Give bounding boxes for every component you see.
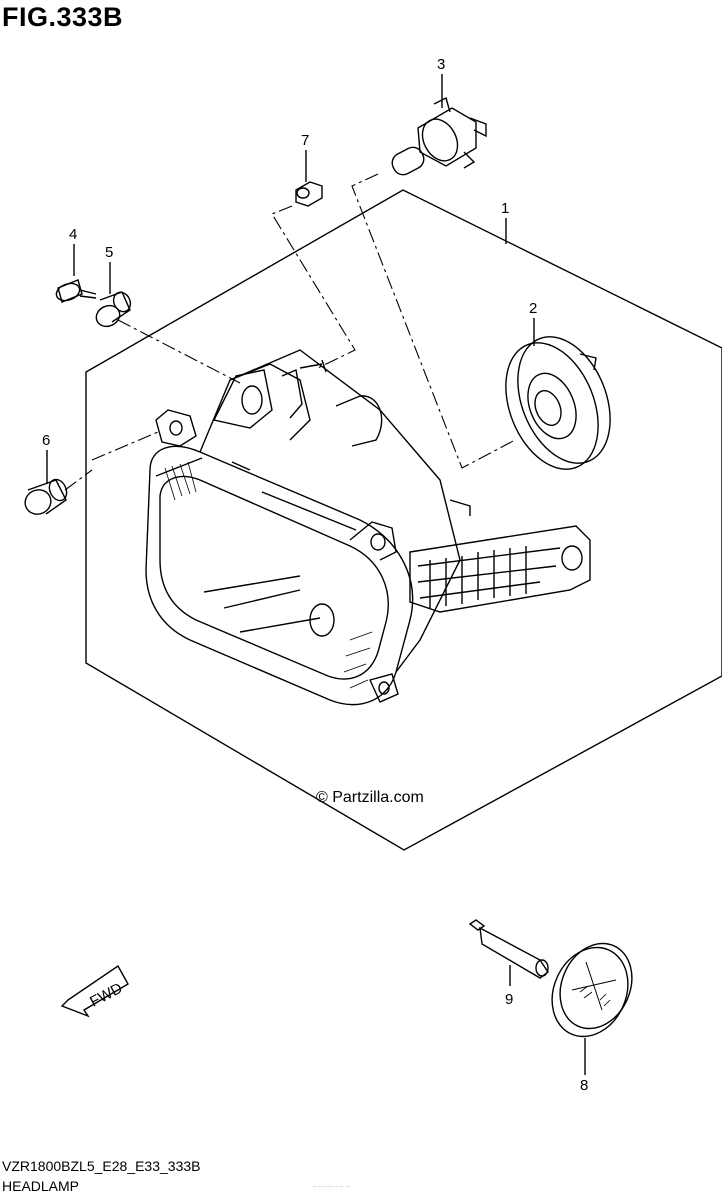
callout-7: 7 [301, 132, 309, 149]
cushion-icon [24, 478, 68, 515]
assembly-outline [85, 189, 722, 851]
headlamp-assembly-icon [145, 349, 591, 706]
callout-2: 2 [529, 300, 537, 317]
socket-icon [505, 336, 611, 470]
callout-6: 6 [42, 432, 50, 449]
callout-3: 3 [437, 56, 445, 73]
spacer-icon [468, 919, 549, 979]
callout-9: 9 [505, 991, 513, 1008]
assembly-name: HEADLAMP [2, 1178, 80, 1194]
fine-print: ... .... .... .. ... ... [312, 1183, 351, 1189]
model-code: VZR1800BZL5_E28_E33_333B [2, 1158, 201, 1174]
fwd-arrow-icon: FWD [60, 964, 129, 1018]
cushion-icon [95, 291, 132, 328]
callout-1: 1 [501, 200, 509, 217]
nut-icon [295, 181, 323, 207]
watermark: © Partzilla.com [316, 789, 424, 806]
cap-icon [551, 942, 633, 1038]
screw-icon [55, 279, 97, 303]
callout-5: 5 [105, 244, 113, 261]
figure-title: FIG.333B [2, 2, 124, 32]
bulb-icon [391, 96, 487, 176]
callout-8: 8 [580, 1077, 588, 1094]
callout-4: 4 [69, 226, 77, 243]
